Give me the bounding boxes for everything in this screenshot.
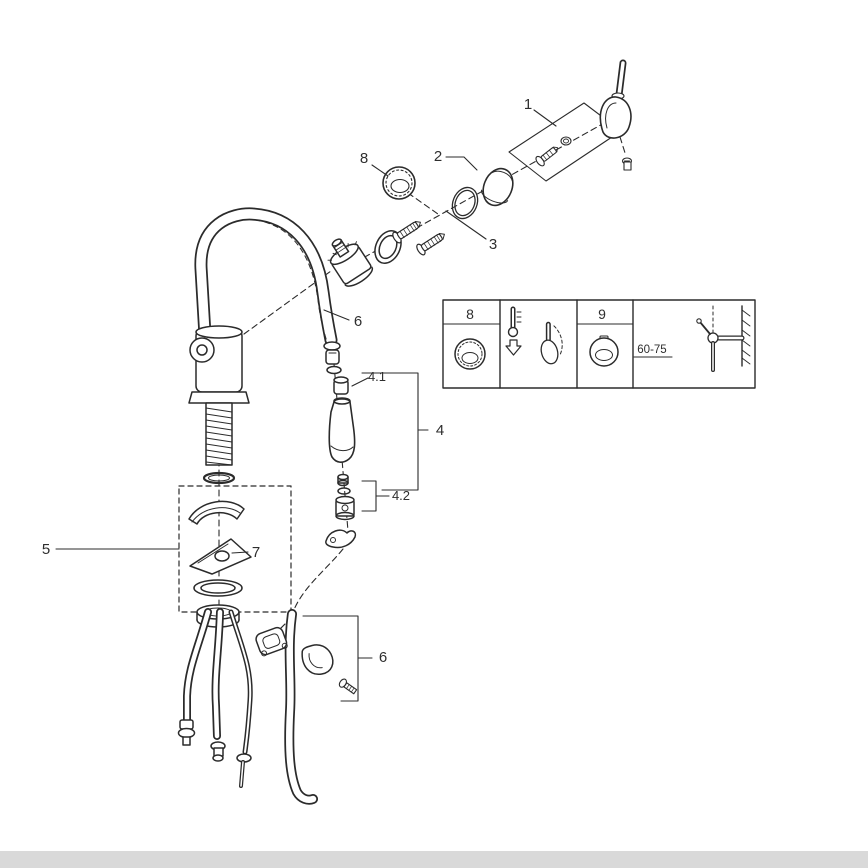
gooseneck-spout: [194, 207, 338, 359]
callout-1: 1: [524, 96, 532, 113]
rigid-pipe: [228, 609, 253, 788]
supply-hose-left: [177, 608, 212, 746]
mounting-group-box: [178, 485, 292, 613]
hose-weight: [301, 644, 334, 675]
callout-7: 7: [252, 544, 260, 561]
legend-label-8: 8: [466, 306, 474, 322]
legend-knob-icon: [589, 335, 619, 367]
dock-screw: [338, 678, 358, 695]
callout-4: 4: [436, 422, 444, 439]
mounting-washer: [193, 579, 243, 597]
mounting-bracket: [189, 538, 252, 575]
cartridge: [327, 238, 374, 287]
dome-cap: [480, 167, 514, 207]
footer-bar: [0, 851, 868, 868]
legend-lever-icon: [540, 321, 563, 365]
spray-connector-4-1: [333, 376, 349, 395]
mounting-spacer: [188, 500, 245, 525]
faucet-body: [188, 325, 250, 404]
knurled-grip: [382, 166, 416, 200]
threaded-shank: [205, 402, 233, 466]
callout-4-1: 4.1: [368, 369, 386, 384]
supply-hose-right: [210, 608, 226, 762]
callout-2: 2: [434, 148, 442, 165]
lever-handle: [599, 59, 632, 139]
cartridge-screw-1: [392, 221, 421, 244]
aerator-parts: [335, 473, 355, 521]
pullout-hose: [284, 609, 318, 805]
spout-docking-rings: [323, 341, 342, 375]
legend-grip-icon: [454, 338, 486, 370]
callout-8: 8: [360, 150, 368, 167]
legend-range-label: 60-75: [637, 344, 666, 356]
callout-leaders: [55, 109, 557, 702]
cartridge-screw-2: [416, 233, 445, 256]
callout-6-dock: 6: [379, 649, 387, 666]
hose-clip: [325, 529, 357, 549]
callout-5: 5: [42, 541, 50, 558]
handle-nut: [560, 136, 572, 146]
handle-fixing-screw: [535, 146, 558, 167]
handle-grub-screw: [621, 157, 633, 171]
callout-4-2: 4.2: [392, 488, 410, 503]
base-o-ring: [202, 471, 236, 485]
legend-wall-mount-icon: [696, 305, 751, 372]
legend-label-9: 9: [598, 306, 606, 322]
legend-down-arrow-icon: [505, 339, 522, 356]
cap-o-ring: [451, 186, 479, 220]
spray-head: [328, 397, 356, 463]
callout-6-spout: 6: [354, 313, 362, 330]
callout-3: 3: [489, 236, 497, 253]
hose-dock-bracket: [255, 626, 288, 657]
legend-thermometer-icon: [507, 306, 522, 338]
